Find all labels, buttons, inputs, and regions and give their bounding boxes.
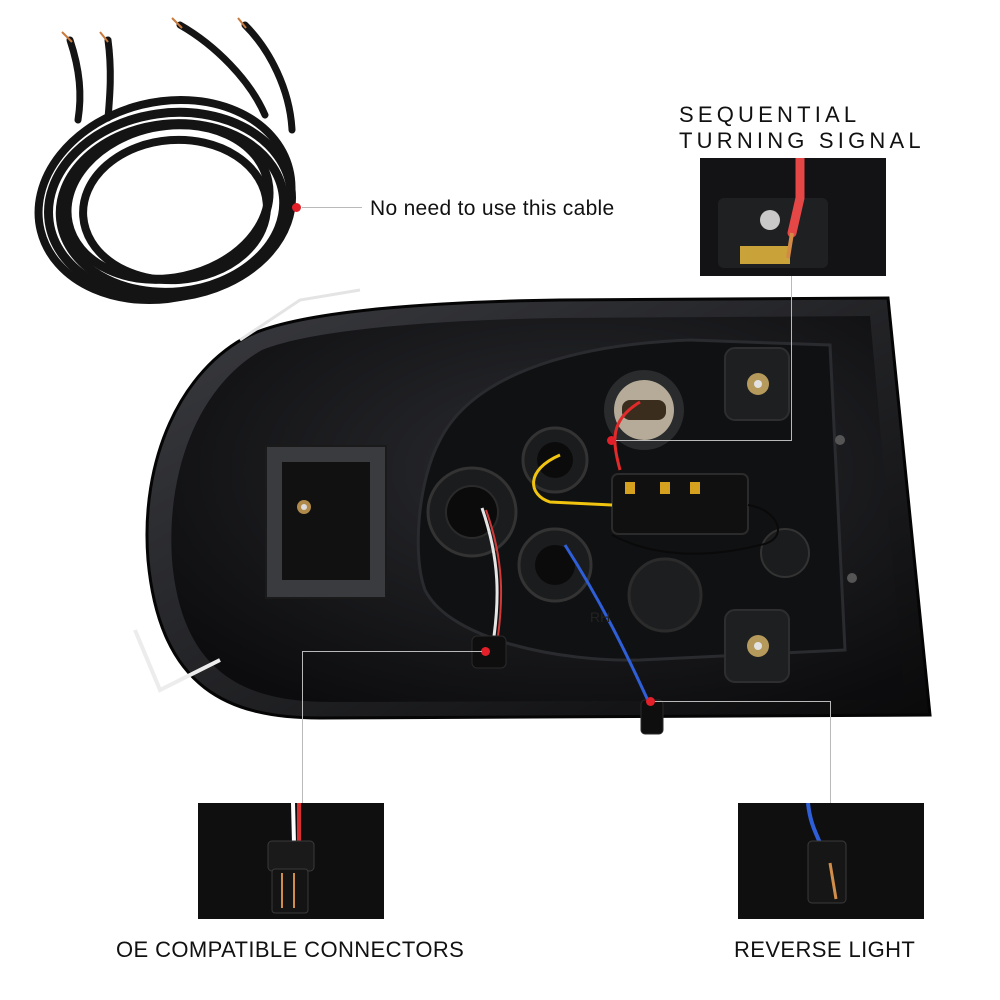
reverse-light-caption: REVERSE LIGHT (734, 937, 916, 962)
cable-note-label: No need to use this cable (370, 197, 615, 220)
callout-line-sequential-v (791, 276, 792, 440)
callout-dot-connectors (481, 647, 490, 656)
callout-line-sequential-h (614, 440, 792, 441)
reverse-light-inset (738, 803, 924, 919)
callout-line-reverse-h (655, 701, 831, 702)
callout-line-connectors-v (302, 651, 303, 803)
housing-mark: RH (590, 609, 610, 625)
callout-dot-reverse (646, 697, 655, 706)
callout-dot-cable (292, 203, 301, 212)
sequential-title-line2: TURNING SIGNAL (679, 128, 925, 153)
sequential-title-line1: SEQUENTIAL (679, 102, 861, 127)
connectors-caption: OE COMPATIBLE CONNECTORS (116, 937, 465, 962)
callout-line-connectors-h (302, 651, 482, 652)
callout-line-cable (302, 207, 362, 208)
callout-dot-sequential (607, 436, 616, 445)
callout-line-reverse-v (830, 701, 831, 803)
wire-ends (61, 17, 247, 43)
sequential-signal-inset (700, 158, 886, 276)
connectors-inset (198, 803, 384, 919)
coiled-cable (34, 21, 296, 305)
